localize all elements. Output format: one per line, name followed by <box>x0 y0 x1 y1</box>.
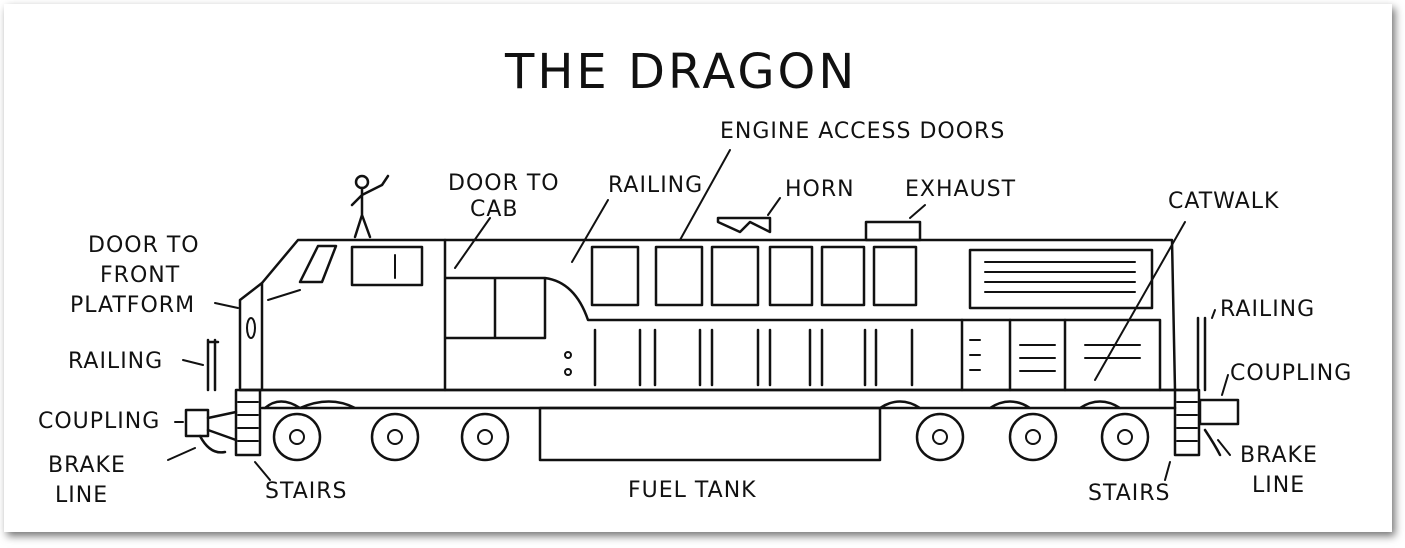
coupling-left <box>184 408 210 438</box>
stairs-left <box>234 388 262 457</box>
railing-right <box>1196 316 1207 392</box>
label-stairs-left: STAIRS <box>265 479 347 504</box>
person-figure <box>350 174 390 239</box>
label-brake-line-left: BRAKE <box>48 453 126 478</box>
label-brake-line-right: LINE <box>1252 473 1305 498</box>
louver-panel <box>968 248 1154 310</box>
label-stairs-right: STAIRS <box>1088 481 1170 506</box>
label-horn: HORN <box>785 177 855 202</box>
label-railing-right: RAILING <box>1220 297 1315 322</box>
label-door-to-front-platform: PLATFORM <box>70 293 195 318</box>
label-exhaust: EXHAUST <box>905 177 1016 202</box>
diagram-title: THE DRAGON <box>504 44 857 100</box>
label-engine-access-doors: ENGINE ACCESS DOORS <box>720 119 1005 144</box>
label-door-to-cab: CAB <box>470 197 519 222</box>
cab-window <box>298 244 338 284</box>
label-catwalk: CATWALK <box>1168 189 1279 214</box>
locomotive-drawing <box>167 149 1240 481</box>
engine-access-doors <box>590 245 1067 392</box>
fuel-tank <box>538 406 882 462</box>
exhaust-stack <box>864 220 922 242</box>
label-brake-line-right: BRAKE <box>1240 443 1318 468</box>
label-door-to-front-platform: DOOR TO <box>88 233 200 258</box>
label-door-to-front-platform: FRONT <box>100 263 180 288</box>
label-brake-line-left: LINE <box>55 483 108 508</box>
label-coupling-right: COUPLING <box>1230 361 1352 386</box>
label-door-to-cab: DOOR TO <box>448 171 560 196</box>
railing-left <box>206 338 220 392</box>
cab-window <box>350 245 424 287</box>
label-railing-left: RAILING <box>68 349 163 374</box>
label-railing-top: RAILING <box>608 173 703 198</box>
coupling-right <box>1198 398 1240 426</box>
horn <box>716 216 772 234</box>
wheels <box>272 412 1150 462</box>
label-fuel-tank: FUEL TANK <box>628 478 757 503</box>
label-coupling-left: COUPLING <box>38 409 160 434</box>
stairs-right <box>1173 388 1201 457</box>
